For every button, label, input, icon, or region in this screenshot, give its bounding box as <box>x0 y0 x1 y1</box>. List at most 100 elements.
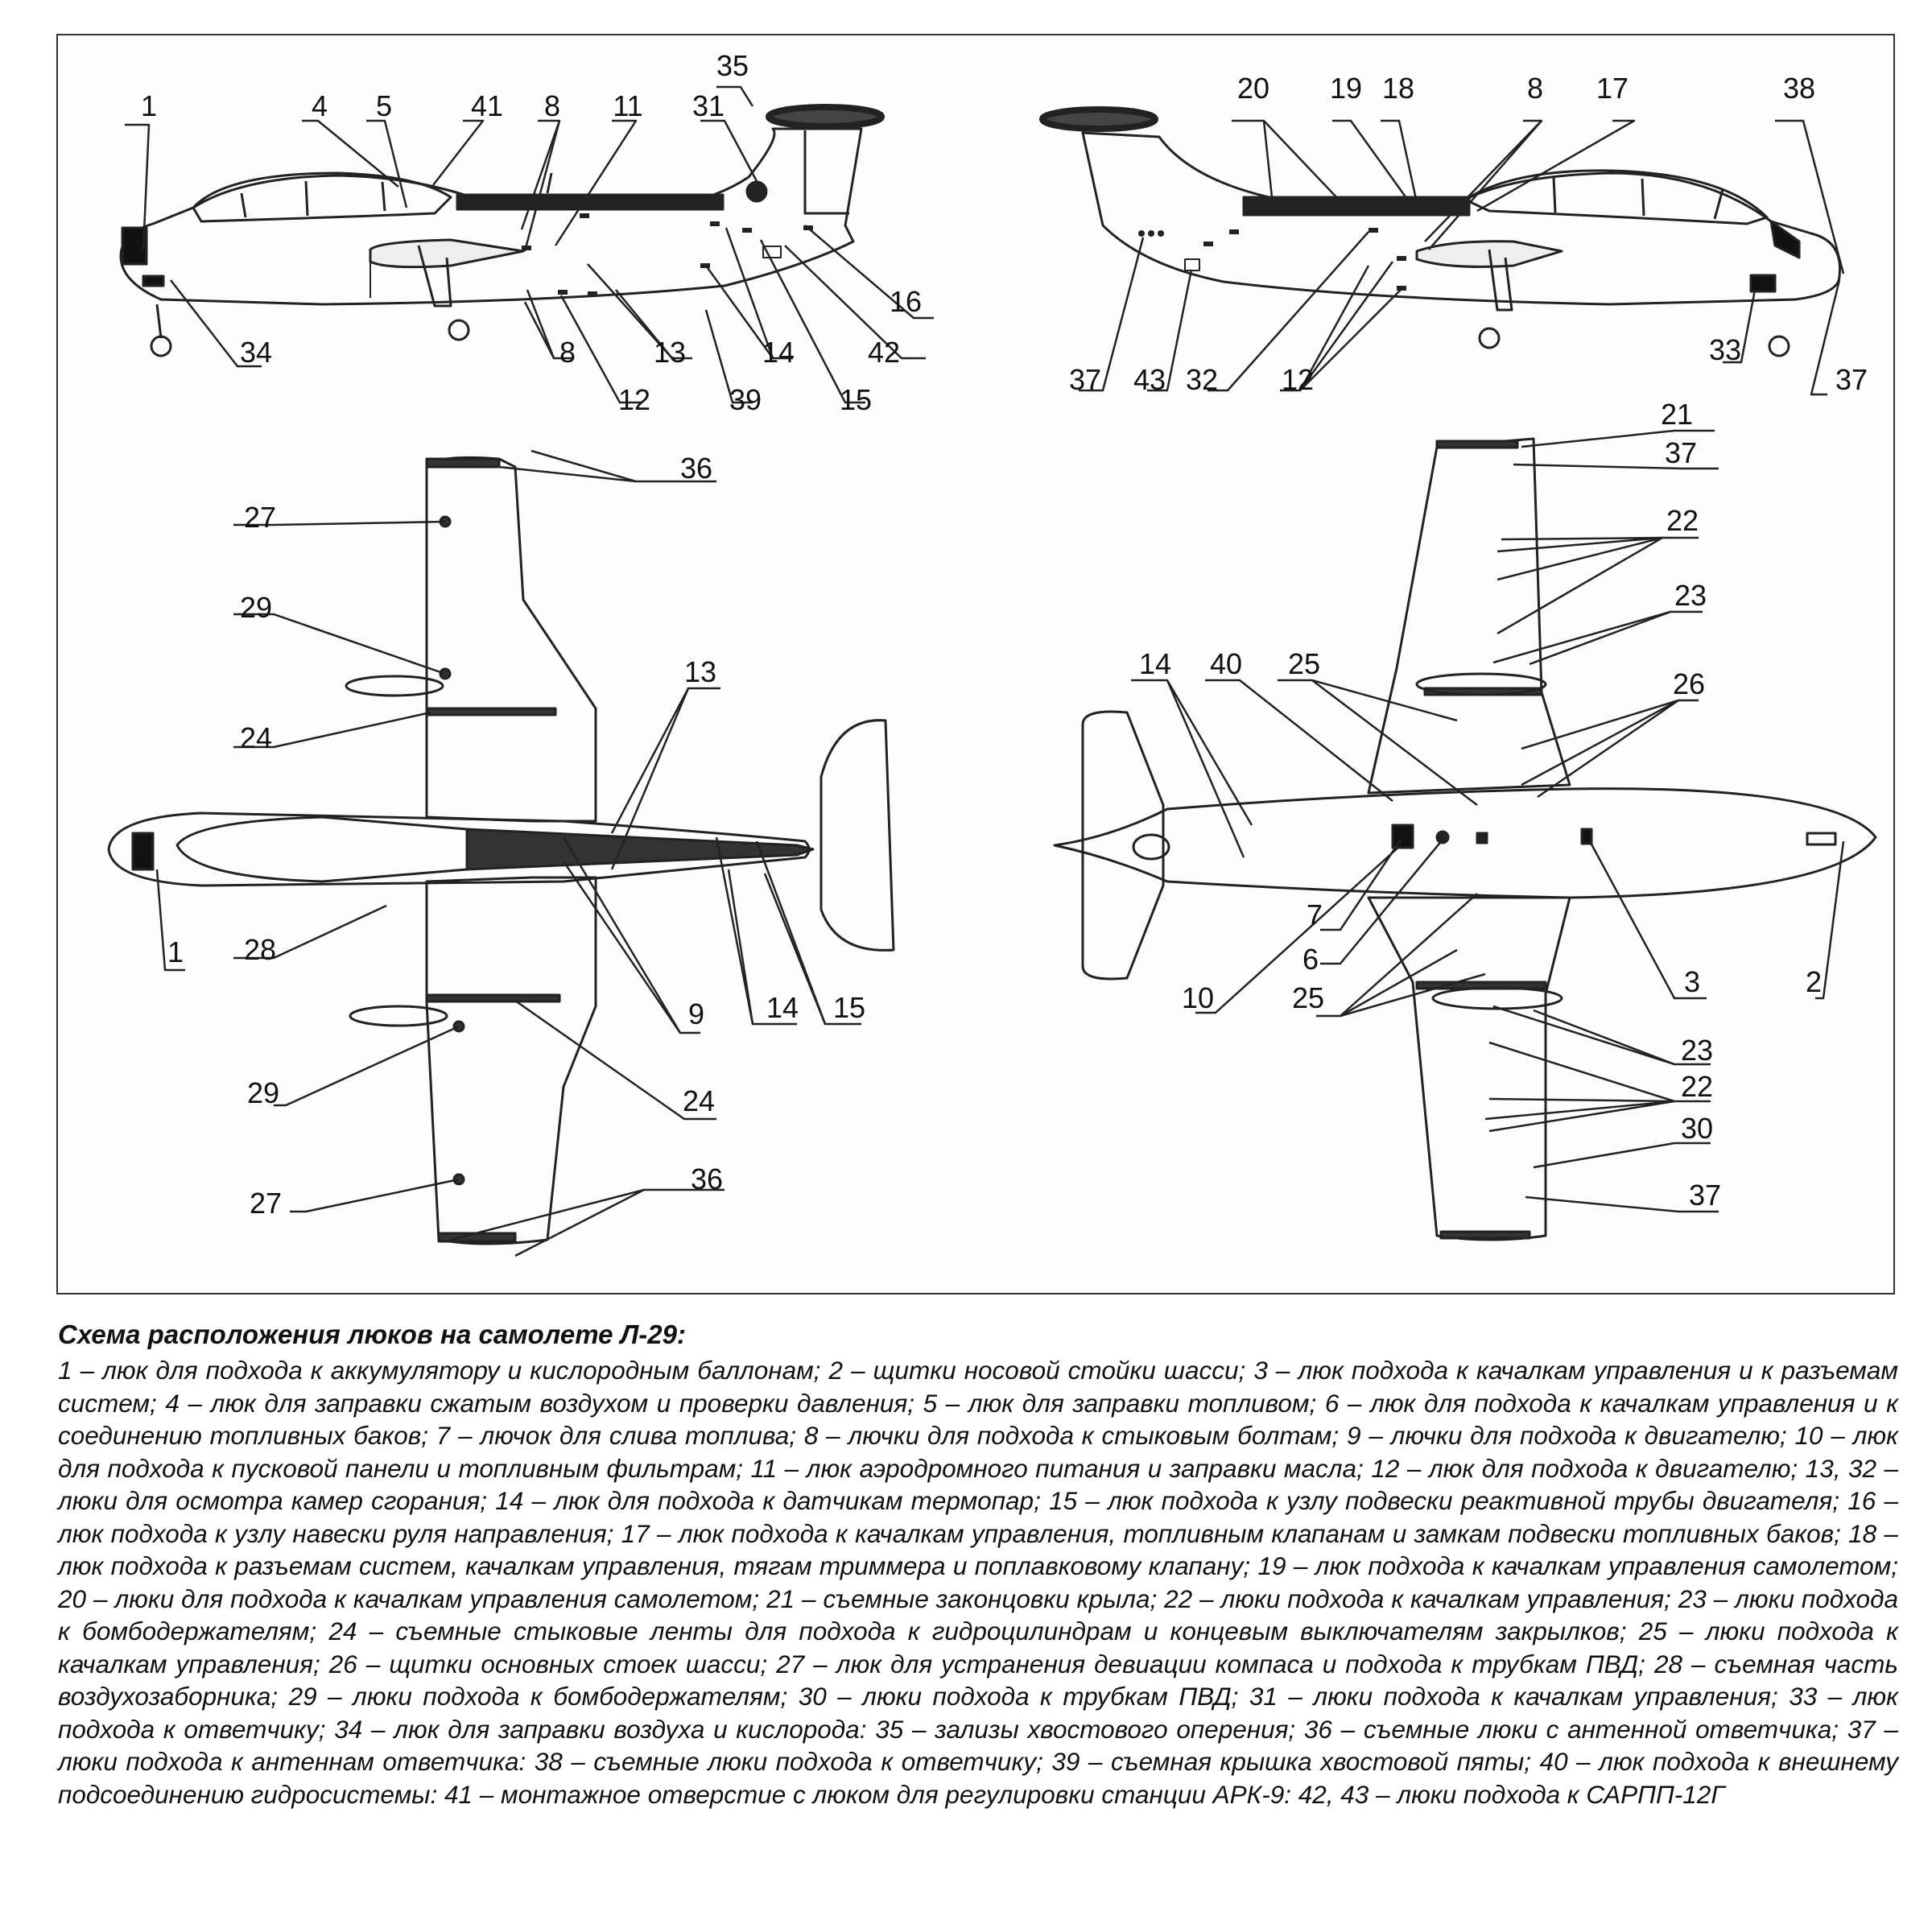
callout-label: 28 <box>243 933 277 966</box>
callout-label: 5 <box>375 89 393 122</box>
callout-label: 10 <box>1181 981 1215 1014</box>
callout-label: 2 <box>1805 965 1823 998</box>
callout-label: 9 <box>687 997 705 1030</box>
main-wheel-left <box>448 319 470 341</box>
side-view-left <box>119 85 934 404</box>
fuselage-outline <box>119 127 863 306</box>
legend-item: 15 – люк подхода к узлу подвески реактив… <box>1049 1486 1848 1515</box>
callout-label: 27 <box>243 501 277 534</box>
wing-lower <box>425 876 597 1245</box>
hatch-1-top <box>131 832 155 871</box>
hatch-34-side <box>142 275 165 287</box>
callout-label: 25 <box>1287 647 1321 680</box>
callout-label: 30 <box>1680 1112 1714 1145</box>
legend-item: 38 – съемные люки подхода к ответчику; <box>534 1747 1052 1776</box>
callout-label: 20 <box>1236 72 1270 105</box>
callout-label: 29 <box>246 1076 280 1109</box>
callout-label: 12 <box>1281 363 1315 396</box>
callout-label: 6 <box>1302 943 1319 976</box>
legend-item: 2 – щитки носовой стойки шасси; <box>828 1356 1254 1385</box>
callout-label: 38 <box>1782 72 1816 105</box>
legend-item: 7 – лючок для слива топлива; <box>436 1421 804 1450</box>
legend-item: 33 – люк подхода к ответчику; <box>58 1682 1898 1744</box>
legend-item: 36 – съемные люки с антенной ответчика; <box>1303 1714 1847 1744</box>
callout-label: 13 <box>683 655 717 688</box>
legend-item: 3 – люк подхода к качалкам управления и … <box>58 1356 1899 1418</box>
fuselage-bottom <box>1053 787 1877 899</box>
callout-label: 3 <box>1683 965 1701 998</box>
callout-label: 36 <box>679 452 713 485</box>
callout-label: 21 <box>1660 398 1694 431</box>
callout-label: 43 <box>1133 363 1166 396</box>
legend-item: 28 – съемная часть воздухозаборника; <box>58 1649 1898 1711</box>
callout-label: 8 <box>1526 72 1544 105</box>
callout-label: 22 <box>1680 1070 1714 1103</box>
legend-item: 25 – люки подхода к качалкам управления; <box>58 1617 1898 1678</box>
figure-caption: Схема расположения люков на самолете Л-2… <box>58 1317 1898 1811</box>
legend-item: 30 – люки подхода к трубкам ПВД; <box>798 1682 1249 1711</box>
callout-label: 1 <box>140 89 158 122</box>
callout-label: 15 <box>832 991 866 1024</box>
callout-label: 33 <box>1708 333 1742 366</box>
legend-item: 8 – лючки для подхода к стыковым болтам; <box>803 1421 1347 1450</box>
callout-label: 29 <box>239 591 273 624</box>
hatch-2-bottom <box>1806 832 1837 846</box>
callout-label: 39 <box>729 383 762 416</box>
tail-fairing-35 <box>766 104 885 130</box>
callout-label: 31 <box>691 89 725 122</box>
hatch-3-bottom <box>1580 828 1593 845</box>
hatch-33-side <box>1749 274 1777 293</box>
callout-label: 18 <box>1381 72 1415 105</box>
hatch-7-bottom <box>1435 830 1450 844</box>
legend-item: 21 – съемные законцовки крыла; <box>766 1583 1165 1613</box>
callout-label: 40 <box>1209 647 1243 680</box>
hatch-43-side <box>1184 258 1200 271</box>
nose-wheel-right <box>1768 335 1790 357</box>
legend-item: 27 – люк для устранения девиации компаса… <box>776 1649 1654 1678</box>
legend-item: 13, 32 – люки для осмотра камер сгорания… <box>58 1453 1899 1516</box>
fuselage-outline <box>1081 131 1842 306</box>
main-wheel-right <box>1478 327 1501 349</box>
callout-label: 41 <box>470 89 504 122</box>
callout-label: 37 <box>1664 436 1698 469</box>
intake-left <box>369 238 525 269</box>
callout-label: 27 <box>249 1187 283 1220</box>
legend-item: 26 – щитки основных стоек шасси; <box>328 1649 777 1678</box>
top-view <box>107 449 895 1257</box>
callout-label: 14 <box>762 336 795 369</box>
callout-label: 8 <box>543 89 561 122</box>
callout-label: 14 <box>1138 647 1172 680</box>
callout-label: 14 <box>766 991 799 1024</box>
flap-band-lower <box>425 993 561 1003</box>
legend-item: 9 – лючки для подхода к двигателю; <box>1346 1421 1795 1450</box>
spine-band <box>1242 196 1471 217</box>
aircraft-diagram <box>107 85 1877 1257</box>
legend-item: 4 – люк для заправки сжатым воздухом и п… <box>165 1388 923 1418</box>
legend-item: 19 – люк подхода к качалкам управления с… <box>1257 1551 1899 1580</box>
callout-label: 35 <box>716 49 749 82</box>
legend-item: 1 – люк для подхода к аккумулятору и кис… <box>58 1356 829 1385</box>
spine-top <box>465 828 815 871</box>
canopy <box>192 171 452 223</box>
legend-item: 16 – люк подхода к узлу навески руля нап… <box>58 1486 1898 1548</box>
callout-label: 25 <box>1291 981 1325 1014</box>
legend-item: 37 – люки подхода к антеннам ответчика: <box>58 1714 1899 1777</box>
caption-title: Схема расположения люков на самолете Л-2… <box>58 1319 686 1349</box>
callout-label: 37 <box>1835 363 1868 396</box>
legend-item: 34 – люк для заправки воздуха и кислород… <box>334 1714 876 1744</box>
callout-label: 24 <box>682 1084 716 1117</box>
callout-label: 26 <box>1672 667 1706 700</box>
callout-label: 8 <box>559 336 576 369</box>
legend-item: 35 – зализы хвостового оперения; <box>875 1714 1304 1744</box>
wing-upper <box>425 456 597 823</box>
legend-item: 18 – люк подхода к разъемам систем, кача… <box>58 1518 1898 1581</box>
bottom-view <box>1053 429 1877 1241</box>
wing-bottom-upper <box>1367 437 1571 795</box>
callout-label: 12 <box>617 383 651 416</box>
nose-panel <box>1769 220 1801 259</box>
legend-item: 5 – люк для заправки топливом; <box>923 1388 1325 1418</box>
callout-label: 4 <box>311 89 328 122</box>
callout-label: 37 <box>1688 1179 1722 1212</box>
legend-item: 11 – люк аэродромного питания и заправки… <box>750 1453 1372 1483</box>
legend-item: 42, 43 – люки подхода к САРПП-12Г <box>1298 1779 1725 1809</box>
